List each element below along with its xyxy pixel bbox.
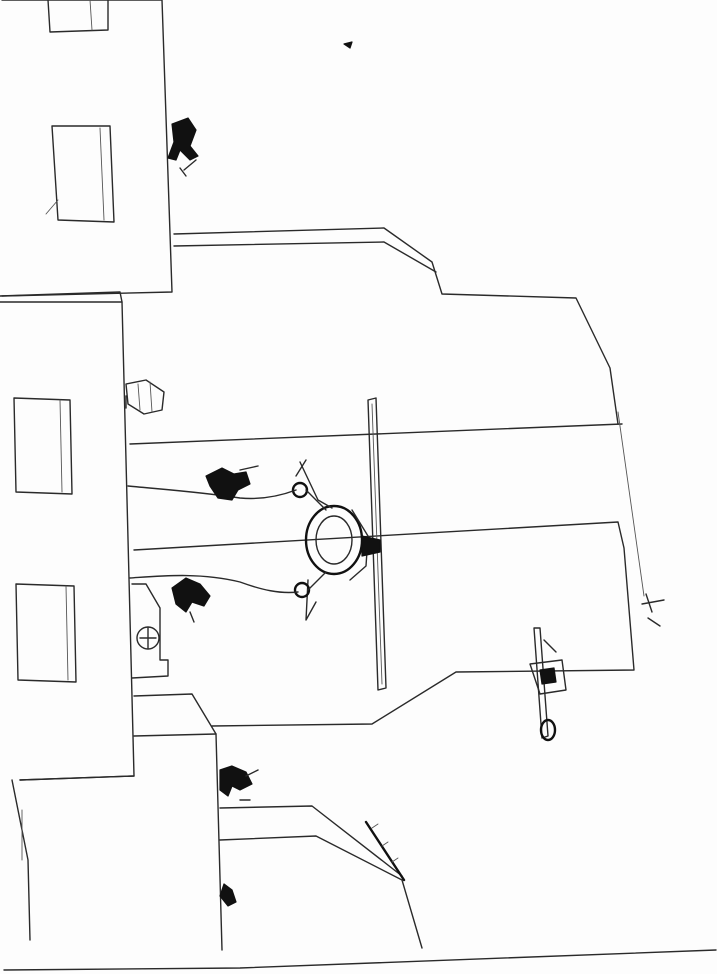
building-top-left [0,0,173,303]
soldier-rope-1 [205,465,259,501]
soldier-rope-2 [171,577,211,623]
small-dark-mark [343,41,353,49]
soldier-corner [219,883,237,907]
ground-outlines [3,227,717,971]
building-bottom-left [11,693,223,951]
rappel-ropes [127,485,299,594]
rooftop-lamp [125,379,165,415]
rooftop-hut [131,583,169,679]
soldier-ledge [219,765,259,801]
building-middle-left [0,301,135,781]
soldier-roof-top [167,117,199,177]
soldier-far-right [641,593,665,627]
lower-helicopter [529,627,567,742]
roof-ladder [364,820,406,882]
central-helicopter [291,459,381,621]
